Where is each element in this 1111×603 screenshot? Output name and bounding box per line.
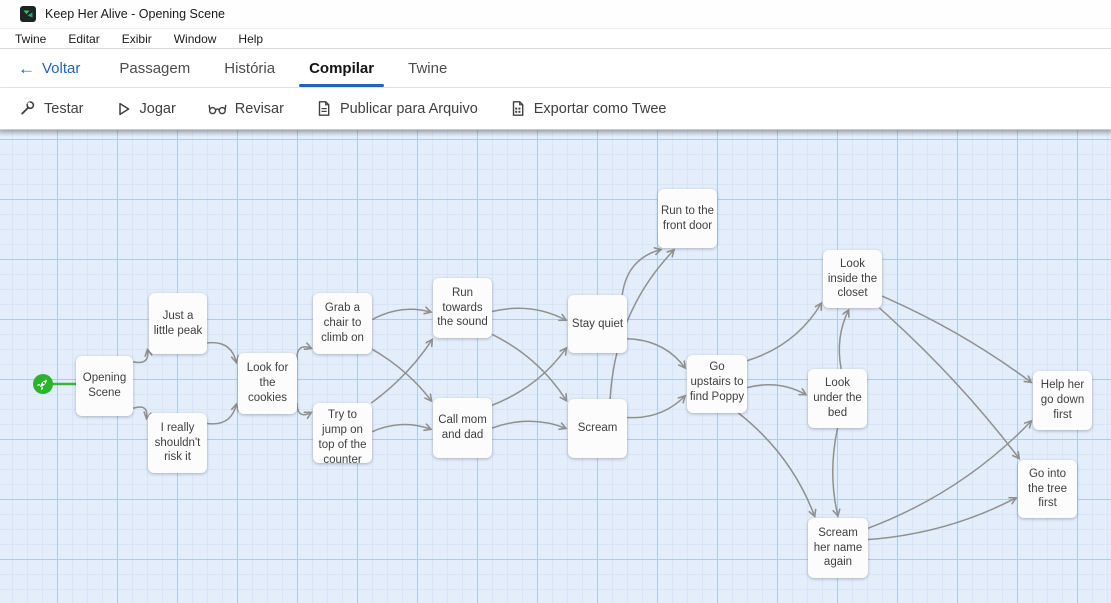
tab-passagem[interactable]: Passagem [119, 59, 191, 77]
link-look-for-the-cookies-to-try-to-jump-on-counter [296, 402, 311, 415]
file-grid-icon [510, 100, 526, 117]
export-twee-button[interactable]: Exportar como Twee [501, 94, 676, 123]
passage-node-stay-quiet[interactable]: Stay quiet [568, 295, 627, 353]
passage-node-go-into-the-tree-first[interactable]: Go into the tree first [1018, 460, 1077, 518]
passage-node-scream-her-name-again[interactable]: Scream her name again [808, 518, 868, 578]
passage-node-opening-scene[interactable]: Opening Scene [76, 356, 133, 416]
link-arrows-layer [33, 130, 1111, 541]
link-call-mom-and-dad-to-scream [491, 420, 566, 428]
back-button[interactable]: ← Voltar [16, 49, 90, 87]
passage-node-grab-a-chair-to-climb-on[interactable]: Grab a chair to climb on [313, 293, 372, 354]
menu-exibir[interactable]: Exibir [121, 31, 152, 46]
publish-archive-label: Publicar para Arquivo [339, 100, 478, 117]
link-scream-her-name-again-to-go-into-the-tree-first [867, 498, 1016, 541]
back-arrow-icon: ← [18, 58, 35, 78]
test-label: Testar [44, 100, 84, 117]
passage-node-i-really-shouldnt-risk-it[interactable]: I really shouldn't risk it [148, 413, 207, 473]
window-title: Keep Her Alive - Opening Scene [45, 7, 225, 21]
proof-label: Revisar [234, 100, 284, 117]
link-look-for-the-cookies-to-grab-a-chair-to-climb-on [296, 347, 311, 360]
link-run-towards-the-sound-to-stay-quiet [491, 307, 566, 320]
link-scream-to-go-upstairs-to-find-poppy [626, 396, 685, 419]
proof-button[interactable]: Revisar [199, 94, 293, 123]
link-scream-her-name-again-to-help-her-go-down-first [867, 421, 1031, 529]
menu-editar[interactable]: Editar [68, 31, 100, 46]
menu-twine[interactable]: Twine [15, 31, 47, 46]
passage-node-scream[interactable]: Scream [568, 399, 627, 458]
play-label: Jogar [139, 100, 176, 117]
link-look-under-the-bed-to-look-inside-the-closet [838, 310, 848, 370]
link-look-inside-the-closet-to-help-her-go-down-first [881, 295, 1031, 382]
passage-node-just-a-little-peak[interactable]: Just a little peak [149, 293, 207, 354]
compile-toolbar: Testar Jogar Revisar [0, 88, 1111, 130]
menu-help[interactable]: Help [238, 31, 264, 46]
story-map-canvas[interactable]: Opening Scene Just a little peak I really … [0, 130, 1111, 603]
passage-node-look-inside-the-closet[interactable]: Look inside the closet [823, 250, 882, 308]
passage-node-run-towards-the-sound[interactable]: Run towards the sound [433, 278, 492, 338]
start-marker[interactable] [33, 374, 78, 394]
tab-twine[interactable]: Twine [408, 59, 448, 77]
test-button[interactable]: Testar [10, 94, 93, 123]
link-look-under-the-bed-to-scream-her-name-again [831, 427, 838, 516]
tab-historia[interactable]: História [224, 59, 276, 77]
link-look-inside-the-closet-to-go-into-the-tree-first [878, 307, 1019, 459]
link-stay-quiet-to-go-upstairs-to-find-poppy [626, 338, 685, 368]
play-icon [116, 101, 132, 117]
tab-bar: ← Voltar Passagem História Compilar Twin… [0, 49, 1111, 88]
link-go-upstairs-to-find-poppy-to-look-inside-the-closet [746, 303, 821, 362]
link-go-upstairs-to-find-poppy-to-look-under-the-bed [746, 383, 806, 395]
file-icon [316, 100, 332, 117]
passage-node-call-mom-and-dad[interactable]: Call mom and dad [433, 398, 492, 458]
passage-node-look-for-the-cookies[interactable]: Look for the cookies [238, 353, 297, 414]
link-just-a-little-peak-to-look-for-the-cookies [206, 341, 236, 363]
link-run-towards-the-sound-to-scream [491, 333, 567, 401]
back-label: Voltar [42, 59, 81, 77]
play-button[interactable]: Jogar [107, 95, 185, 123]
tab-compilar[interactable]: Compilar [297, 49, 386, 87]
rocket-icon [37, 380, 47, 390]
link-grab-a-chair-to-climb-on-to-call-mom-and-dad [371, 348, 431, 401]
wrench-icon [19, 100, 36, 117]
link-opening-scene-to-i-really-shouldnt-risk-it [132, 406, 147, 419]
link-stay-quiet-to-run-to-the-front-door [621, 250, 661, 296]
passage-node-run-to-the-front-door[interactable]: Run to the front door [658, 189, 717, 248]
passage-node-help-her-go-down-first[interactable]: Help her go down first [1033, 371, 1092, 430]
link-grab-a-chair-to-climb-on-to-run-towards-the-sound [371, 309, 431, 321]
publish-archive-button[interactable]: Publicar para Arquivo [307, 94, 487, 123]
link-try-to-jump-on-counter-to-run-towards-the-sound [370, 339, 432, 404]
export-twee-label: Exportar como Twee [533, 100, 667, 117]
menu-bar: Twine Editar Exibir Window Help [0, 29, 1111, 49]
passage-node-go-upstairs-to-find-poppy[interactable]: Go upstairs to find Poppy [687, 355, 747, 413]
passage-node-look-under-the-bed[interactable]: Look under the bed [808, 369, 867, 428]
link-try-to-jump-on-counter-to-call-mom-and-dad [371, 424, 431, 433]
link-opening-scene-to-just-a-little-peak [132, 349, 148, 364]
link-i-really-shouldnt-risk-it-to-look-for-the-cookies [206, 404, 236, 425]
link-scream-to-run-to-the-front-door [609, 250, 674, 400]
passage-node-try-to-jump-on-counter[interactable]: Try to jump on top of the counter [313, 403, 372, 463]
title-bar: Keep Her Alive - Opening Scene [0, 0, 1111, 29]
glasses-icon [208, 100, 227, 117]
twine-logo-icon [20, 6, 36, 22]
link-call-mom-and-dad-to-stay-quiet [491, 348, 566, 406]
link-go-upstairs-to-find-poppy-to-scream-her-name-again [737, 412, 814, 516]
menu-window[interactable]: Window [173, 31, 217, 46]
